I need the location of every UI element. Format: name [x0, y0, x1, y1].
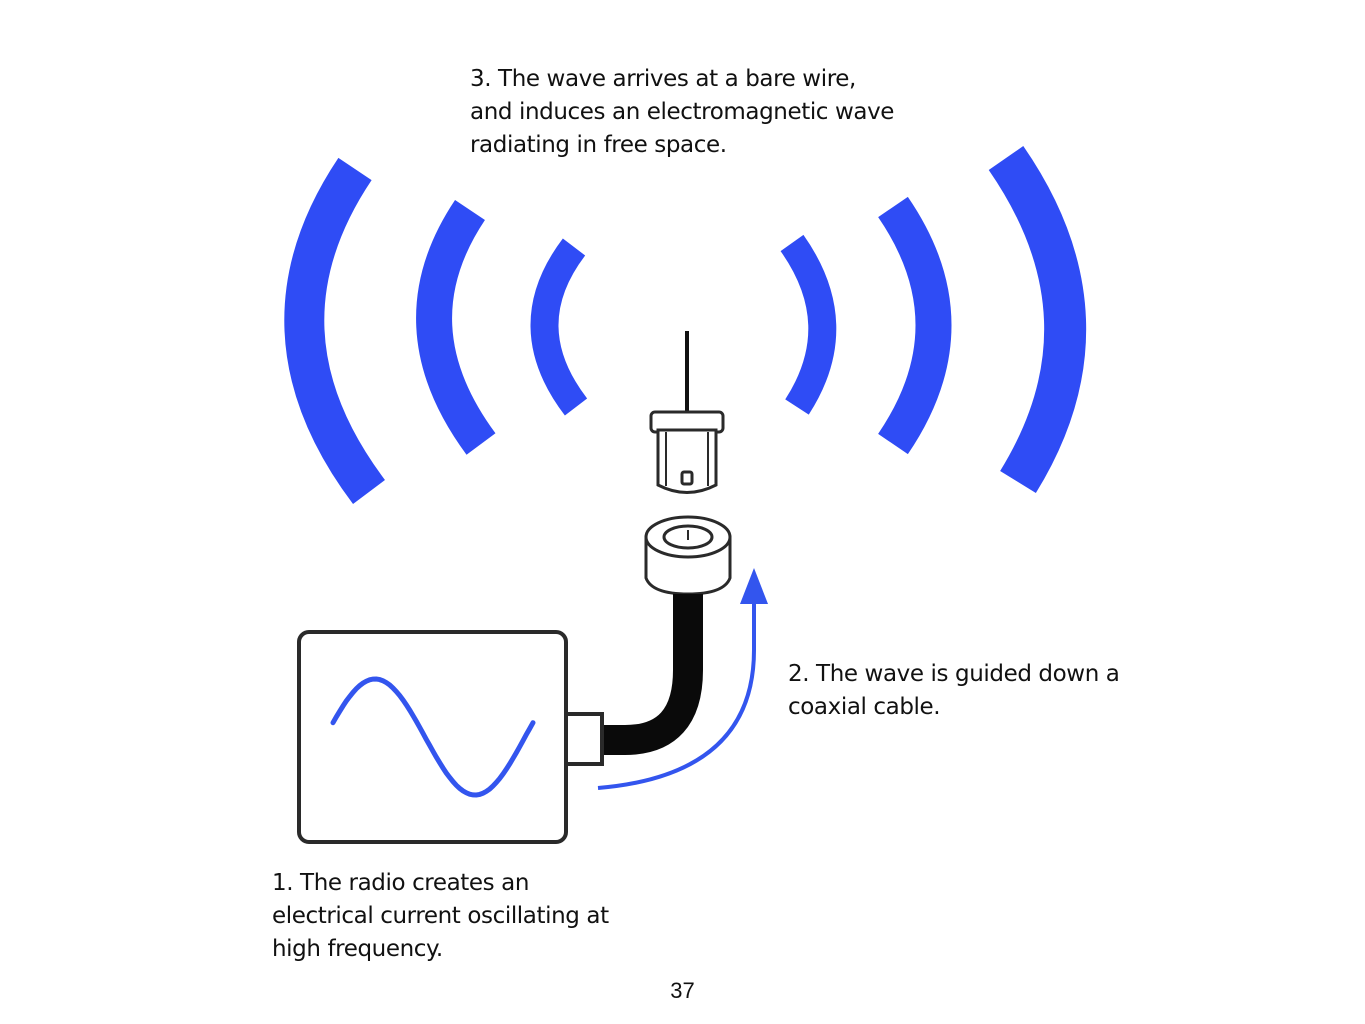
caption-line: and induces an electromagnetic wave — [470, 99, 895, 125]
up-arrow-icon — [740, 568, 768, 604]
wave-arc-right-middle — [878, 196, 952, 455]
radiating-waves-left — [284, 157, 588, 505]
caption-line: radiating in free space. — [470, 132, 727, 158]
wave-arc-left-inner — [530, 238, 588, 416]
bnc-connector-top — [649, 410, 725, 494]
wave-arc-left-middle — [416, 199, 496, 455]
bnc-top-pin — [680, 470, 694, 486]
caption-step-2: 2. The wave is guided down a coaxial cab… — [788, 658, 1120, 724]
caption-line: 3. The wave arrives at a bare wire, — [470, 66, 856, 92]
caption-line: 1. The radio creates an — [272, 870, 530, 896]
wave-arc-right-inner — [780, 234, 837, 415]
wave-arc-left-outer — [284, 157, 386, 505]
sine-wave-icon — [330, 676, 536, 798]
caption-line: high frequency. — [272, 936, 443, 962]
bnc-top-body — [656, 428, 718, 494]
caption-step-3: 3. The wave arrives at a bare wire, and … — [470, 63, 894, 162]
bnc-connector-bottom — [644, 515, 732, 596]
caption-line: electrical current oscillating at — [272, 903, 609, 929]
caption-line: coaxial cable. — [788, 694, 941, 720]
page-number: 37 — [670, 978, 695, 1003]
radiating-waves-right — [780, 146, 1087, 494]
guided-wave-arrow — [597, 598, 756, 790]
caption-step-1: 1. The radio creates an electrical curre… — [272, 867, 609, 966]
coaxial-cable — [598, 594, 703, 755]
wave-arc-right-outer — [988, 146, 1087, 494]
caption-line: 2. The wave is guided down a — [788, 661, 1120, 687]
radio-output-port — [564, 712, 604, 766]
